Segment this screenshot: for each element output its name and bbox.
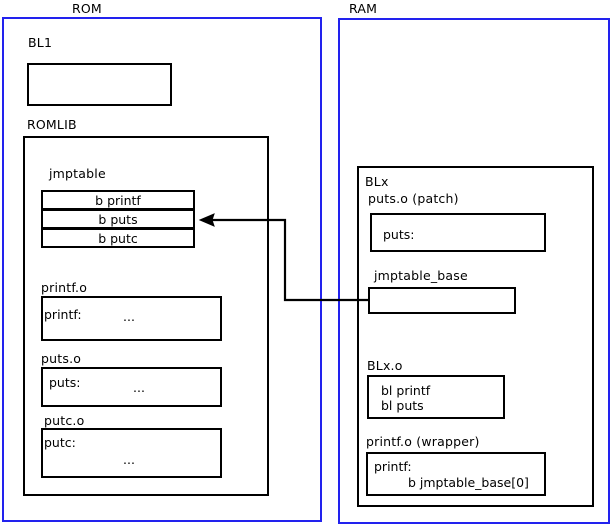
romlib-printf-symbol: printf: bbox=[44, 307, 82, 322]
puts-patch-label: puts.o (patch) bbox=[368, 191, 459, 206]
jmptable-label: jmptable bbox=[49, 166, 106, 181]
rom-region-label: ROM bbox=[72, 1, 102, 16]
jmptable-row-2-text: b putc bbox=[98, 231, 138, 246]
romlib-printf-ellipsis: ... bbox=[123, 309, 135, 324]
romlib-puts-symbol: puts: bbox=[49, 375, 81, 390]
jmptable-base-box bbox=[368, 287, 516, 314]
jmptable-row-0: b printf bbox=[41, 190, 195, 210]
jmptable-row-1-text: b puts bbox=[98, 212, 138, 227]
romlib-label: ROMLIB bbox=[27, 117, 77, 132]
blx-o-label: BLx.o bbox=[367, 358, 403, 373]
puts-patch-box: puts: bbox=[370, 213, 546, 252]
printf-wrapper-label: printf.o (wrapper) bbox=[366, 434, 480, 449]
romlib-printf-o-box: printf: ... bbox=[41, 296, 222, 341]
jmptable-base-label: jmptable_base bbox=[374, 268, 468, 283]
puts-patch-symbol: puts: bbox=[383, 227, 415, 242]
romlib-printf-o-label: printf.o bbox=[41, 280, 88, 295]
printf-wrapper-box: printf: b jmptable_base[0] bbox=[366, 452, 546, 496]
blx-o-line-1: bl puts bbox=[381, 398, 424, 413]
blx-o-box: bl printf bl puts bbox=[367, 375, 505, 419]
bl1-label: BL1 bbox=[28, 35, 53, 50]
printf-wrapper-line-0: printf: bbox=[374, 459, 412, 474]
blx-label: BLx bbox=[365, 174, 389, 189]
romlib-puts-ellipsis: ... bbox=[133, 380, 145, 395]
romlib-putc-symbol: putc: bbox=[44, 435, 76, 450]
ram-region-label: RAM bbox=[349, 1, 378, 16]
romlib-putc-o-box: putc: ... bbox=[41, 428, 222, 478]
blx-o-line-0: bl printf bbox=[381, 383, 431, 398]
romlib-putc-o-label: putc.o bbox=[44, 413, 85, 428]
romlib-puts-o-box: puts: ... bbox=[41, 367, 222, 407]
jmptable-row-0-text: b printf bbox=[95, 193, 141, 208]
jmptable-row-1: b puts bbox=[41, 209, 195, 229]
jmptable-row-2: b putc bbox=[41, 228, 195, 248]
romlib-putc-ellipsis: ... bbox=[123, 452, 135, 467]
printf-wrapper-line-1: b jmptable_base[0] bbox=[408, 475, 529, 490]
romlib-puts-o-label: puts.o bbox=[41, 351, 82, 366]
bl1-box bbox=[27, 63, 172, 106]
